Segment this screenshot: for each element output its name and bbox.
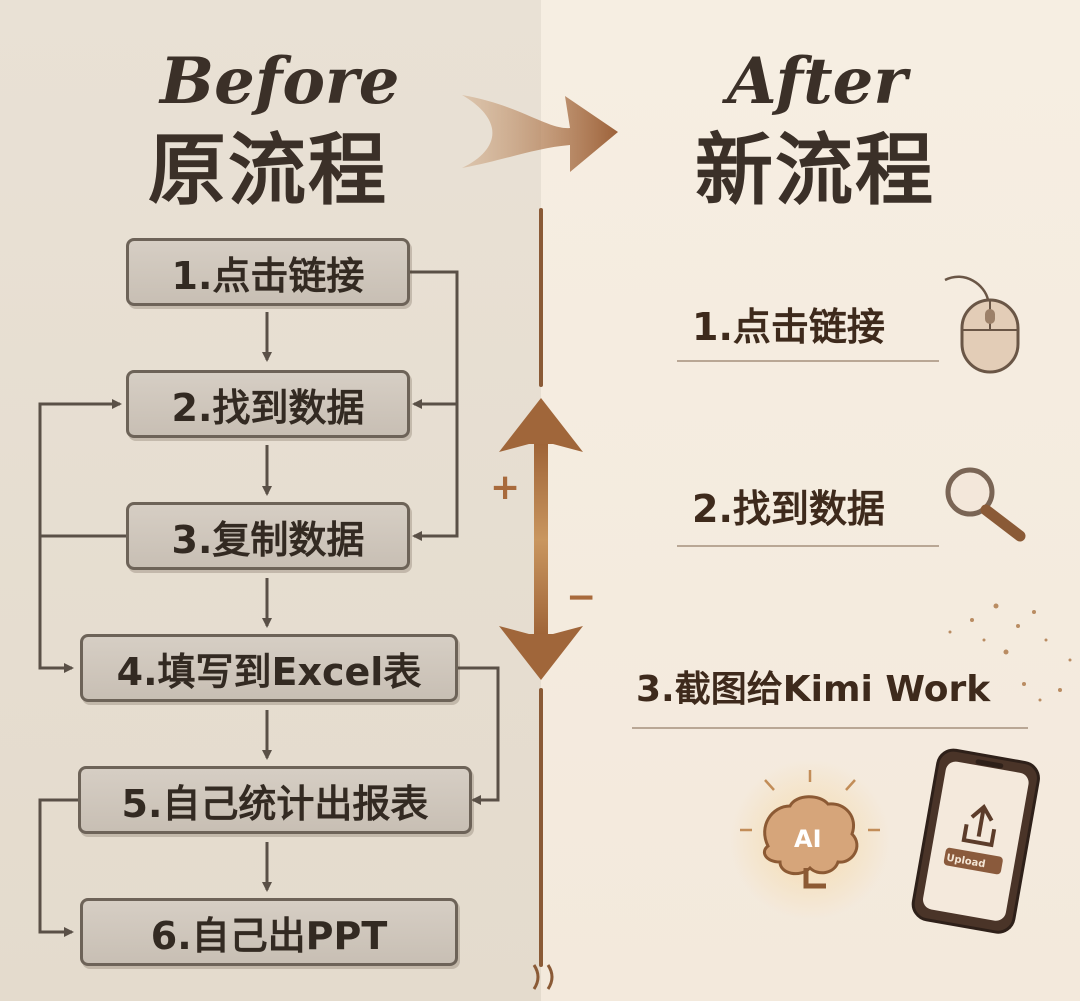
after-step-1: 1.点击链接 <box>692 305 885 349</box>
flow-connectors <box>38 270 500 937</box>
before-step-5: 5.自己统计出报表 <box>78 766 472 834</box>
after-step-2: 2.找到数据 <box>692 487 885 531</box>
plus-sign: + <box>490 467 521 508</box>
after-step-3: 3.截图给Kimi Work <box>636 669 991 710</box>
after-step-1-underline <box>677 360 939 362</box>
ai-brain-icon <box>730 760 890 920</box>
before-title-en: Before <box>160 44 400 119</box>
magnifier-icon <box>945 467 1026 542</box>
minus-sign: − <box>566 577 597 618</box>
before-title-zh: 原流程 <box>148 126 389 216</box>
before-step-1: 1.点击链接 <box>126 238 410 306</box>
mouse-icon <box>944 275 1020 374</box>
phone-upload-icon <box>911 748 1040 934</box>
after-step-2-underline <box>677 545 939 547</box>
before-step-2: 2.找到数据 <box>126 370 410 438</box>
before-step-6: 6.自己出PPT <box>80 898 458 966</box>
curved-arrow-icon <box>462 95 618 172</box>
before-step-3: 3.复制数据 <box>126 502 410 570</box>
double-arrow-icon <box>499 398 583 680</box>
speckles <box>948 603 1072 702</box>
after-title-en: After <box>727 44 908 119</box>
after-step-3-underline <box>632 727 1028 729</box>
center-divider <box>532 208 554 990</box>
after-title-zh: 新流程 <box>695 126 936 216</box>
before-step-4: 4.填写到Excel表 <box>80 634 458 702</box>
before-panel <box>0 0 541 1001</box>
ai-badge-label: AI <box>794 825 822 853</box>
